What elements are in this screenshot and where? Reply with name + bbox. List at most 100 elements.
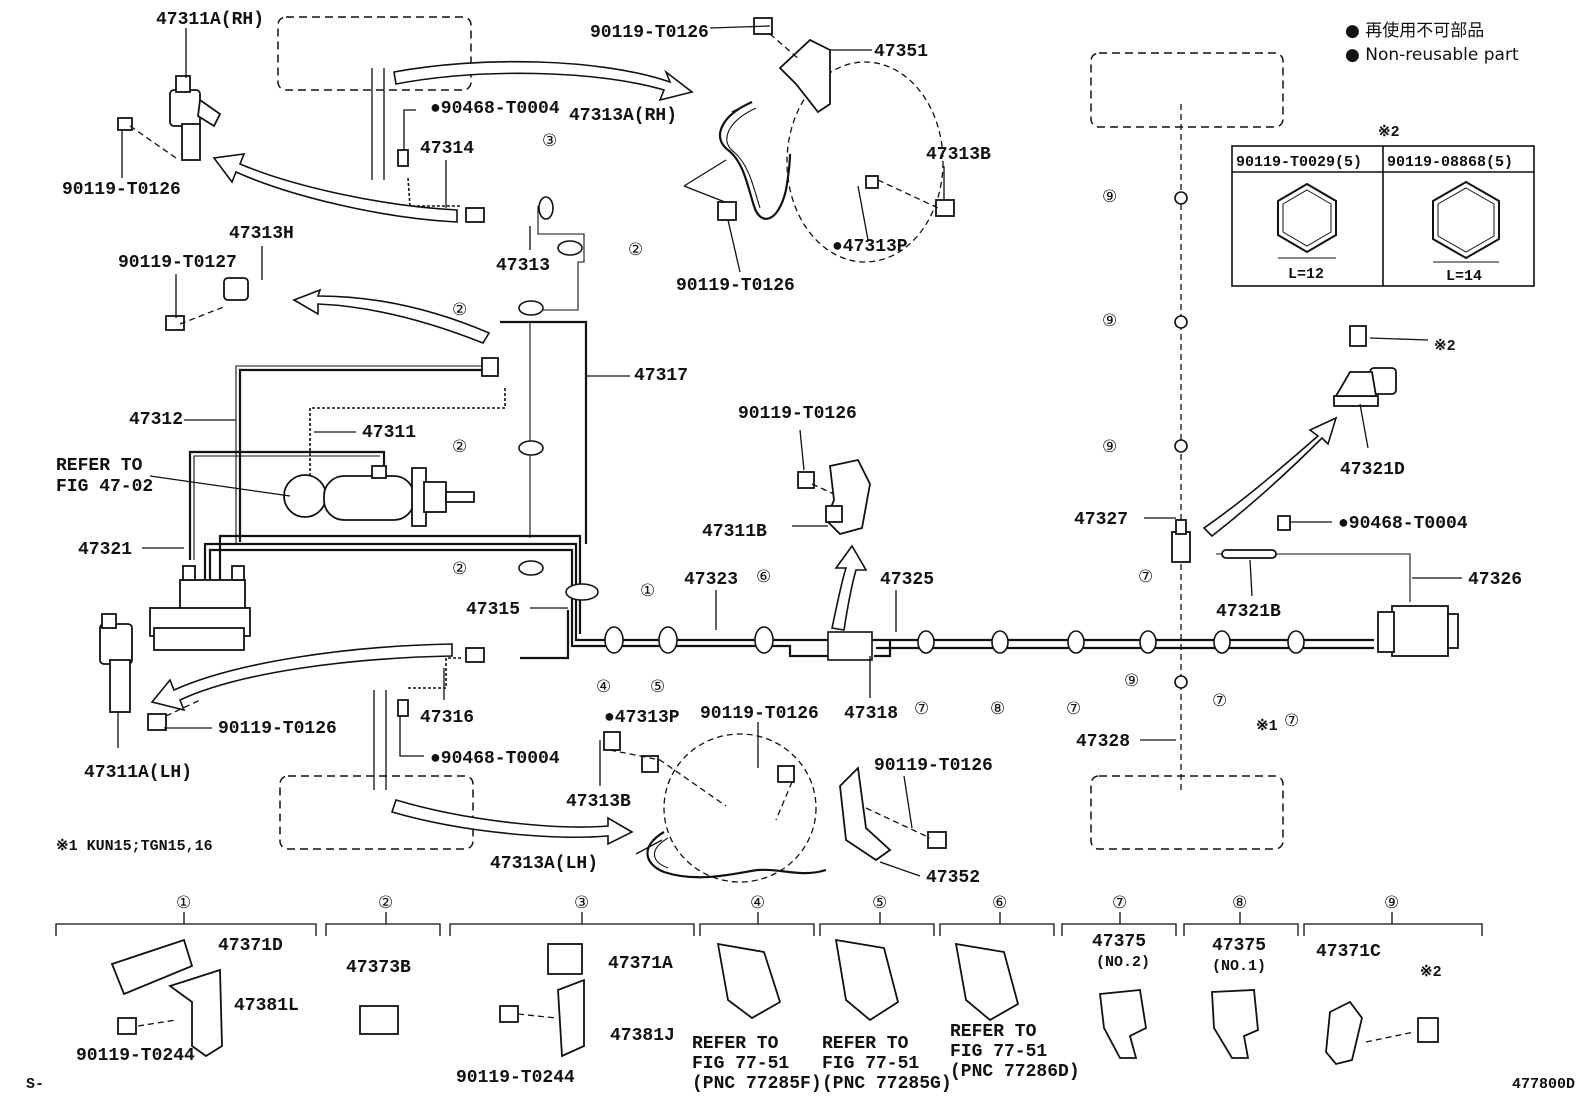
label-90119-T0244-a: 90119-T0244 xyxy=(76,1046,195,1066)
group-callout-1: ① xyxy=(176,893,191,913)
label-x2-bottom: ※2 xyxy=(1420,964,1442,981)
callout-9: ⑨ xyxy=(1102,187,1117,207)
label-47352: 47352 xyxy=(926,868,980,888)
label-47314: 47314 xyxy=(420,139,474,159)
bracket-47381J xyxy=(557,978,585,1058)
label-47311A-LH: 47311A(LH) xyxy=(84,763,192,783)
leader-lines xyxy=(117,25,1462,877)
group-callout-3: ③ xyxy=(574,893,589,913)
pipe-clamps xyxy=(518,191,1305,689)
label-47311A-RH: 47311A(RH) xyxy=(156,10,264,30)
label-x2-side: ※2 xyxy=(1434,338,1456,355)
label-47313: 47313 xyxy=(496,256,550,276)
label-47313B-bottom: 47313B xyxy=(566,792,631,812)
bolt-icon xyxy=(1417,1017,1439,1043)
label-refer-5-c: (PNC 77285G) xyxy=(822,1074,952,1094)
arrow-to-47321D xyxy=(1202,416,1338,538)
label-47373B: 47373B xyxy=(346,958,411,978)
label-47312: 47312 xyxy=(129,410,183,430)
callout-7: ⑦ xyxy=(1066,699,1081,719)
wheel-outline-rear-top xyxy=(1090,52,1284,128)
clip-5 xyxy=(834,938,900,1022)
callout-7: ⑦ xyxy=(914,699,929,719)
label-47375-no1: 47375 xyxy=(1212,936,1266,956)
label-90468-top: ●90468-T0004 xyxy=(430,99,560,119)
label-47381J: 47381J xyxy=(610,1026,675,1046)
fastener-path xyxy=(769,33,801,61)
label-fig-47-02: FIG 47-02 xyxy=(56,477,153,497)
label-90119-T0126-e: 90119-T0126 xyxy=(738,404,857,424)
clip-6 xyxy=(954,942,1020,1022)
callout-2: ② xyxy=(452,559,467,579)
label-47375-no2: 47375 xyxy=(1092,932,1146,952)
label-47313P-bottom: ●47313P xyxy=(604,708,680,728)
label-refer-6-a: REFER TO xyxy=(950,1022,1037,1042)
legend-non-reusable-ja: ● 再使用不可部品 xyxy=(1345,20,1484,41)
label-47327: 47327 xyxy=(1074,510,1128,530)
label-47313P-top: ●47313P xyxy=(832,237,908,257)
label-47317: 47317 xyxy=(634,366,688,386)
fastener-path xyxy=(775,781,793,821)
clamp-47373B xyxy=(359,1005,399,1035)
label-90119-T0126-c: 90119-T0126 xyxy=(676,276,795,296)
callout-6: ⑥ xyxy=(756,567,771,587)
group-callout-7: ⑦ xyxy=(1112,893,1127,913)
note-x1: ※1 KUN15;TGN15,16 xyxy=(56,838,213,855)
flexible-hose-rh xyxy=(718,100,792,220)
page-marker: S- xyxy=(26,1076,44,1093)
group-callout-5: ⑤ xyxy=(872,893,887,913)
label-47381L: 47381L xyxy=(234,996,299,1016)
abs-actuator xyxy=(149,565,251,651)
callout-1: ① xyxy=(640,581,655,601)
label-47318: 47318 xyxy=(844,704,898,724)
label-refer-5-a: REFER TO xyxy=(822,1034,909,1054)
group-callout-9: ⑨ xyxy=(1384,893,1399,913)
label-refer-6-b: FIG 77-51 xyxy=(950,1042,1047,1062)
arrow-to-47313A-LH xyxy=(390,799,634,846)
label-47316: 47316 xyxy=(420,708,474,728)
label-47315: 47315 xyxy=(466,600,520,620)
callout-2: ② xyxy=(452,437,467,457)
callout-9: ⑨ xyxy=(1124,671,1139,691)
bolt-icon xyxy=(499,1005,519,1023)
callout-2: ② xyxy=(452,300,467,320)
bracket-47311B xyxy=(824,458,871,536)
arrow-to-47311A-LH xyxy=(150,643,453,712)
wheel-cylinder-lh xyxy=(99,613,133,713)
label-47313H: 47313H xyxy=(229,224,294,244)
callout-2: ② xyxy=(628,240,643,260)
clamp-47371D xyxy=(110,938,194,996)
callout-circles: ③ ② ② ② ② ① ④ ⑤ ⑥ ⑦ ⑧ ⑦ ⑦ ⑦ ⑦ ⑨ ⑨ ⑨ ⑨ xyxy=(452,131,1299,731)
bolt-table-header-2: 90119-08868(5) xyxy=(1387,154,1513,171)
label-90468-mid: ●90468-T0004 xyxy=(430,749,560,769)
label-47313A-RH: 47313A(RH) xyxy=(569,106,677,126)
label-47351: 47351 xyxy=(874,42,928,62)
label-refer-6-c: (PNC 77286D) xyxy=(950,1062,1080,1082)
label-47321B: 47321B xyxy=(1216,602,1281,622)
label-refer-to: REFER TO xyxy=(56,456,143,476)
bolt-table-note: ※2 xyxy=(1378,124,1400,141)
fastener-path xyxy=(609,749,727,807)
label-x1-mark: ※1 xyxy=(1256,718,1278,735)
callout-7: ⑦ xyxy=(1138,567,1153,587)
fastener-path xyxy=(877,179,939,209)
wheel-cylinder-rh xyxy=(169,75,222,161)
label-no1: (NO.1) xyxy=(1212,958,1266,975)
fittings xyxy=(117,17,1291,849)
fastener-path xyxy=(129,125,177,159)
rear-valve-47326 xyxy=(1377,605,1459,657)
label-90119-T0126-f: 90119-T0126 xyxy=(700,704,819,724)
label-refer-4-b: FIG 77-51 xyxy=(692,1054,789,1074)
group-callout-2: ② xyxy=(378,893,393,913)
label-90119-T0126-b: 90119-T0126 xyxy=(590,23,709,43)
bracket-47351 xyxy=(778,38,831,114)
label-47371D: 47371D xyxy=(218,936,283,956)
bolt-table-header-1: 90119-T0029(5) xyxy=(1236,154,1362,171)
group-callout-8: ⑧ xyxy=(1232,893,1247,913)
fastener-path xyxy=(811,483,835,495)
label-90119-T0244-b: 90119-T0244 xyxy=(456,1068,575,1088)
callout-9: ⑨ xyxy=(1102,311,1117,331)
callout-8: ⑧ xyxy=(990,699,1005,719)
bolt-icon xyxy=(117,1017,137,1035)
